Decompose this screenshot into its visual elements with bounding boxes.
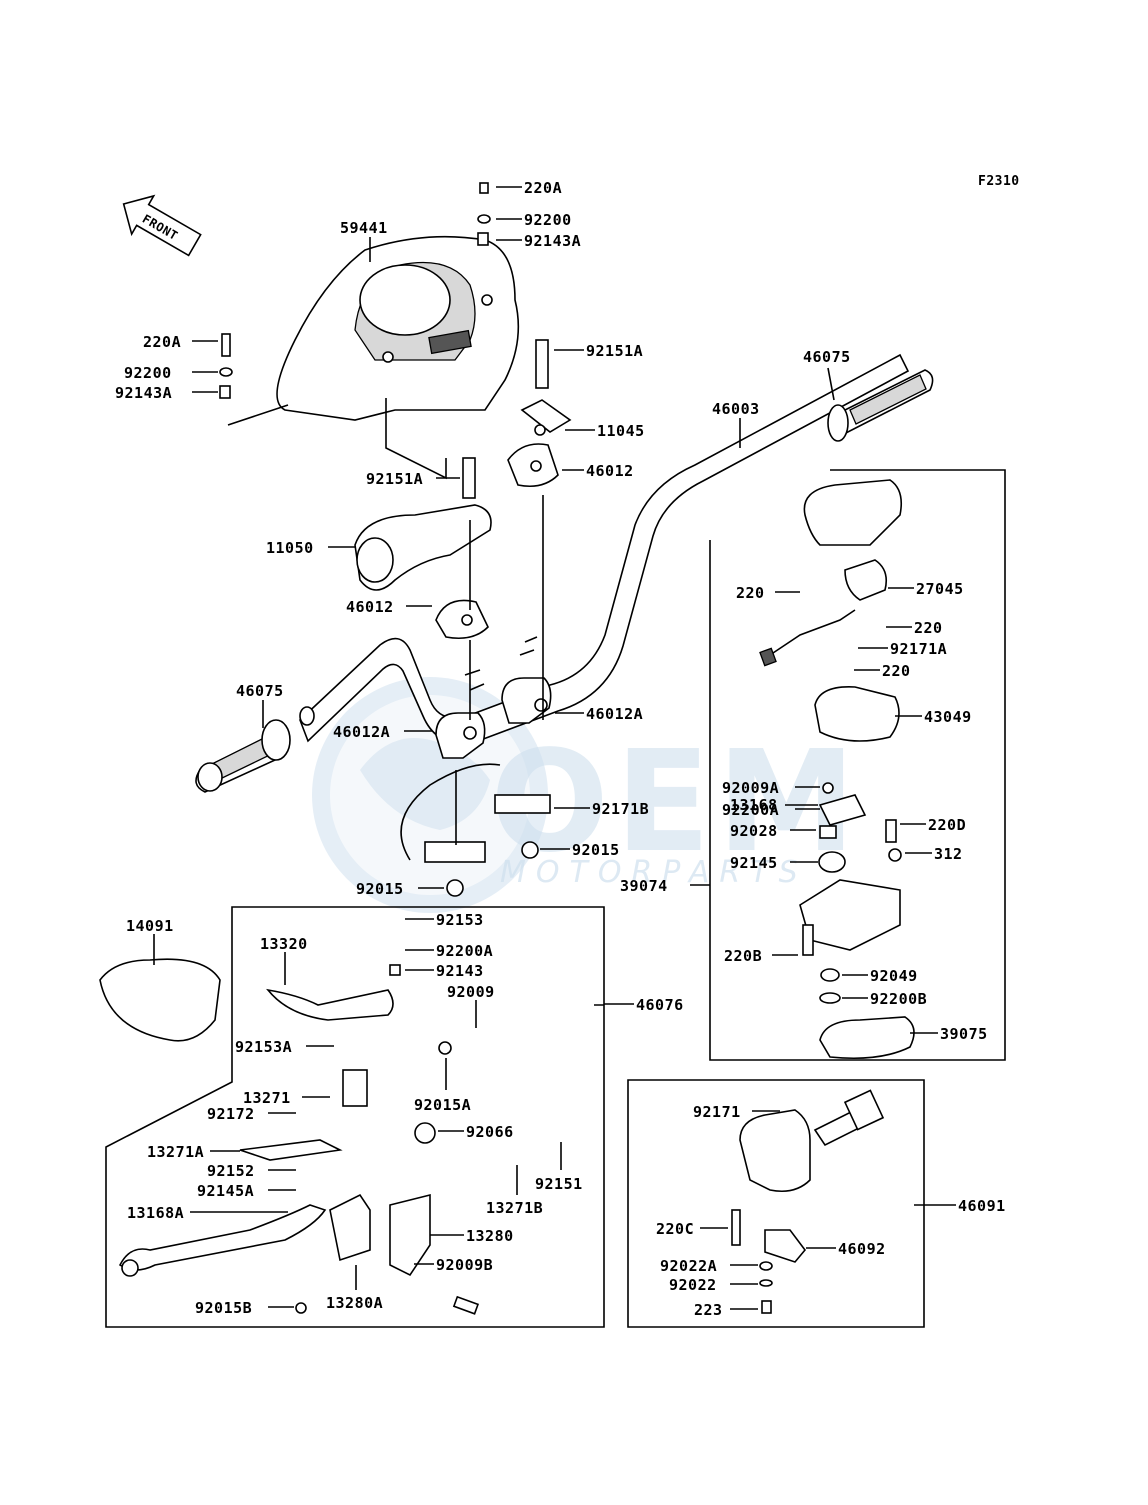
callout-46003: 46003 xyxy=(712,400,760,418)
meter-cover xyxy=(276,235,520,421)
callout-92015B: 92015B xyxy=(195,1299,252,1317)
callout-92009: 92009 xyxy=(447,983,495,1001)
callout-92153: 92153 xyxy=(436,911,484,929)
callout-46076: 46076 xyxy=(636,996,684,1014)
callout-27045: 27045 xyxy=(916,580,964,598)
callout-92143A-left: 92143A xyxy=(115,384,172,402)
bolts-top xyxy=(219,182,549,499)
callout-13168-vis: 13168 xyxy=(730,796,778,814)
callout-92171: 92171 xyxy=(693,1103,741,1121)
callout-46012A-right: 46012A xyxy=(586,705,643,723)
callout-223: 223 xyxy=(694,1301,723,1319)
bracket-92171B xyxy=(400,763,551,863)
callout-92200-top: 92200 xyxy=(524,211,572,229)
callout-92151: 92151 xyxy=(535,1175,583,1193)
callout-92200A-r: 92200A xyxy=(722,801,779,819)
callout-39074: 39074 xyxy=(620,877,668,895)
callout-46012-mid: 46012 xyxy=(346,598,394,616)
clamp-11045 xyxy=(520,399,572,436)
callout-11045: 11045 xyxy=(597,422,645,440)
callout-92049: 92049 xyxy=(870,967,918,985)
callout-13280: 13280 xyxy=(466,1227,514,1245)
figure-code: F2310 xyxy=(978,174,1020,189)
callout-13271B: 13271B xyxy=(486,1199,543,1217)
callout-92153A: 92153A xyxy=(235,1038,292,1056)
callout-92022A: 92022A xyxy=(660,1257,717,1275)
callout-46012A-left: 46012A xyxy=(333,723,390,741)
leader-lines-left-group xyxy=(227,398,544,845)
callouts: 220A 92200 92143A 59441 220A 92200 92143… xyxy=(115,179,1006,1319)
callout-92022: 92022 xyxy=(669,1276,717,1294)
callout-13320: 13320 xyxy=(260,935,308,953)
callout-92143A-top: 92143A xyxy=(524,232,581,250)
callout-92200A-l: 92200A xyxy=(436,942,493,960)
callout-92171B: 92171B xyxy=(592,800,649,818)
callout-92009B: 92009B xyxy=(436,1256,493,1274)
callout-46091: 46091 xyxy=(958,1197,1006,1215)
callout-220D: 220D xyxy=(928,816,966,834)
callout-46092: 46092 xyxy=(838,1240,886,1258)
lever-group-box xyxy=(99,906,605,1328)
callout-220-a: 220 xyxy=(736,584,765,602)
callout-92151A-right: 92151A xyxy=(586,342,643,360)
holder-11050 xyxy=(354,504,492,591)
front-arrow-icon: FRONT xyxy=(122,194,202,257)
callout-46075-right: 46075 xyxy=(803,348,851,366)
callout-92145A: 92145A xyxy=(197,1182,254,1200)
watermark-sub: MOTORPARTS xyxy=(500,855,808,890)
callout-13280A: 13280A xyxy=(326,1294,383,1312)
grip-right xyxy=(827,369,934,442)
callout-312: 312 xyxy=(934,845,963,863)
callout-92015-low: 92015 xyxy=(356,880,404,898)
nuts xyxy=(446,841,539,897)
callout-220B: 220B xyxy=(724,947,762,965)
callout-92171A: 92171A xyxy=(890,640,947,658)
callout-39075: 39075 xyxy=(940,1025,988,1043)
clamp-46012-mid xyxy=(435,599,489,640)
watermark-brand: OEM xyxy=(490,721,862,884)
callout-13271A: 13271A xyxy=(147,1143,204,1161)
grip-left xyxy=(195,719,291,793)
callout-220A-top: 220A xyxy=(524,179,562,197)
callout-92009A: 92009A xyxy=(722,779,779,797)
callout-220C: 220C xyxy=(656,1220,694,1238)
callout-92200-left: 92200 xyxy=(124,364,172,382)
callout-43049: 43049 xyxy=(924,708,972,726)
callout-92152: 92152 xyxy=(207,1162,255,1180)
callout-92143: 92143 xyxy=(436,962,484,980)
callout-46075-left: 46075 xyxy=(236,682,284,700)
callout-92151A-left: 92151A xyxy=(366,470,423,488)
handlebar xyxy=(299,353,910,745)
callout-220A-left: 220A xyxy=(143,333,181,351)
callout-220-b: 220 xyxy=(914,619,943,637)
box-leaders xyxy=(594,884,924,1206)
callout-13271: 13271 xyxy=(243,1089,291,1107)
clamp-46012A-left xyxy=(435,712,486,759)
clamp-46012A-right xyxy=(501,677,552,724)
switch-group-box xyxy=(627,1079,925,1328)
callout-13168A: 13168A xyxy=(127,1204,184,1222)
callout-92172: 92172 xyxy=(207,1105,255,1123)
callout-92015A: 92015A xyxy=(414,1096,471,1114)
callout-92200B: 92200B xyxy=(870,990,927,1008)
throttle-group-box xyxy=(709,469,1006,1061)
callout-92015-right: 92015 xyxy=(572,841,620,859)
callout-92145: 92145 xyxy=(730,854,778,872)
callout-92066: 92066 xyxy=(466,1123,514,1141)
callout-220-c: 220 xyxy=(882,662,911,680)
callout-92028: 92028 xyxy=(730,822,778,840)
callout-11050: 11050 xyxy=(266,539,314,557)
callout-14091: 14091 xyxy=(126,917,174,935)
callout-59441: 59441 xyxy=(340,219,388,237)
clamp-46012-top xyxy=(507,443,559,488)
callout-46012-top: 46012 xyxy=(586,462,634,480)
